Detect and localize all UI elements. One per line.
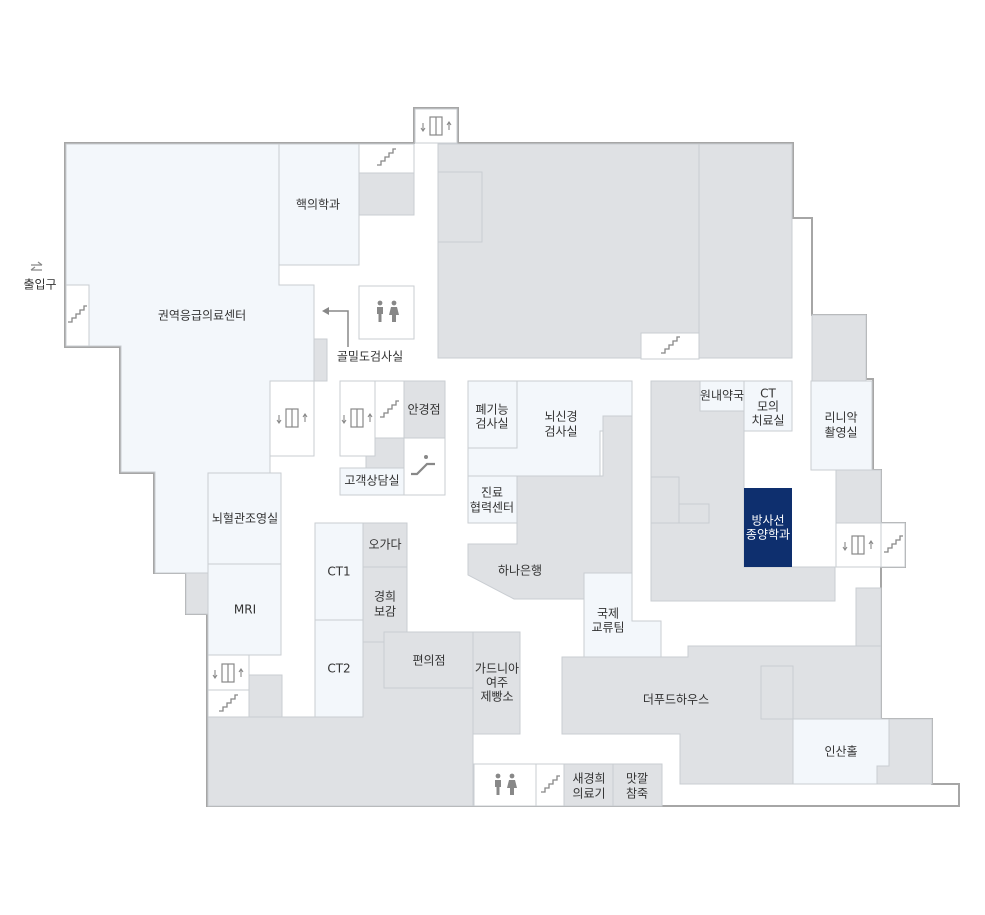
entrance-label: 출입구 xyxy=(23,278,56,292)
insan-hall-label: 인산홀 xyxy=(824,745,857,759)
arrow-left-icon xyxy=(322,307,349,347)
linac-label-1: 리니악 xyxy=(824,411,857,425)
service-cells xyxy=(65,108,906,807)
radiation-oncology-highlight xyxy=(744,488,792,567)
escalator-icon xyxy=(411,455,435,476)
lung-function-label-1: 폐기능 xyxy=(475,403,508,417)
ct-sim-label-2: 모의 xyxy=(757,400,779,414)
linac-label-2: 촬영실 xyxy=(824,426,857,440)
kyunghee-storage-label-1: 경희 xyxy=(374,590,396,604)
international-label-1: 국제 xyxy=(597,607,619,621)
mri-area xyxy=(207,563,282,656)
ct-sim-label-3: 치료실 xyxy=(751,414,784,428)
matkkal-label-1: 맛깔 xyxy=(626,772,648,786)
linac-area xyxy=(810,380,873,471)
neuro-area xyxy=(467,380,633,477)
international-label-2: 교류팀 xyxy=(591,621,624,635)
cooperation-area xyxy=(467,475,518,524)
customer-area xyxy=(339,467,405,496)
ct-sim-area xyxy=(743,380,793,432)
neuro-exam-label-2: 검사실 xyxy=(544,425,577,439)
convenience-store-label: 편의점 xyxy=(412,654,445,668)
customer-consult-label: 고객상담실 xyxy=(344,474,399,488)
bone-density-label: 골밀도검사실 xyxy=(337,350,403,364)
the-food-house-label: 더푸드하우스 xyxy=(643,693,709,707)
ct1-label: CT1 xyxy=(327,565,350,579)
room-labels: 출입구 권역응급의료센터 핵의학과 골밀도검사실 뇌혈관조영실 MRI CT1 … xyxy=(23,198,857,801)
ogada-label: 오가다 xyxy=(368,538,401,552)
gardenia-label-1: 가드니아 xyxy=(475,662,519,676)
kyunghee-storage-label-2: 보감 xyxy=(374,605,396,619)
care-cooperation-label-1: 진료 xyxy=(481,486,503,500)
hana-bank-label: 하나은행 xyxy=(498,563,542,578)
light-rooms xyxy=(65,143,890,785)
radiation-oncology-label-1: 방사선 xyxy=(751,514,784,528)
cerebrovascular-label: 뇌혈관조영실 xyxy=(212,512,278,526)
nuclear-medicine-label: 핵의학과 xyxy=(296,198,340,212)
optical-store-label: 안경점 xyxy=(407,403,440,417)
lung-function-label-2: 검사실 xyxy=(475,417,508,431)
nuclear-medicine-area xyxy=(278,143,360,266)
neuro-exam-label-1: 뇌신경 xyxy=(544,410,577,424)
ct-sim-label-1: CT xyxy=(760,387,776,401)
gardenia-label-3: 제빵소 xyxy=(480,690,513,704)
matkkal-label-2: 참죽 xyxy=(626,787,648,801)
ct2-area xyxy=(314,619,364,718)
gray-rooms xyxy=(185,143,933,807)
saegyunghee-label-1: 새경희 xyxy=(572,772,605,786)
ct2-label: CT2 xyxy=(327,662,350,676)
pharmacy-label: 원내약국 xyxy=(700,388,744,403)
emergency-center-label: 권역응급의료센터 xyxy=(158,309,246,323)
exit-arrows-icon xyxy=(30,261,43,271)
gardenia-label-2: 여주 xyxy=(486,676,508,690)
care-cooperation-label-2: 협력센터 xyxy=(470,501,514,515)
mri-label: MRI xyxy=(234,603,256,617)
saegyunghee-label-2: 의료기 xyxy=(572,787,605,801)
radiation-oncology-label-2: 종양학과 xyxy=(746,528,790,542)
